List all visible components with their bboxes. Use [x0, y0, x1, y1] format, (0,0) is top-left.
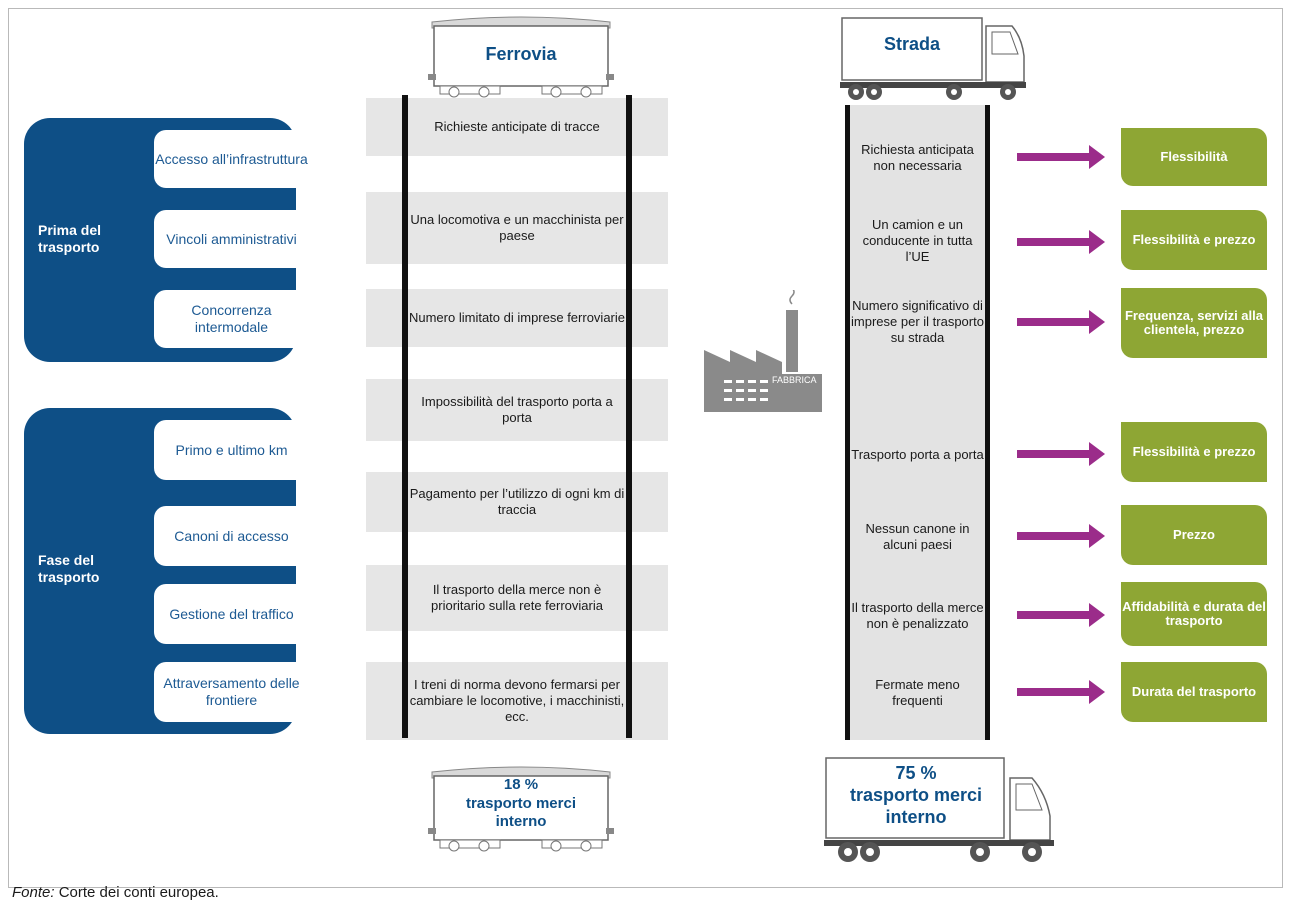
factor-box: Gestione del traffico	[154, 584, 309, 644]
factor-box: Attraversamento delle frontiere	[154, 662, 309, 722]
rail-item: Impossibilità del trasporto porta a port…	[421, 394, 613, 425]
road-item: Il trasporto della merce non è penalizza…	[851, 600, 984, 631]
rail-band	[366, 98, 668, 156]
factor-box: Canoni di accesso	[154, 506, 309, 566]
road-column	[845, 105, 990, 740]
rail-band	[366, 565, 668, 631]
rail-wagon-bottom-icon	[428, 766, 614, 852]
group-title: Prima del trasporto	[38, 222, 102, 255]
rail-track-left	[402, 95, 408, 738]
caption-text: Corte dei conti europea.	[54, 884, 219, 901]
road-share-value: 75 %	[895, 763, 937, 783]
rail-item: Richieste anticipate di tracce	[434, 119, 600, 134]
arrow-right-icon	[1017, 145, 1105, 169]
truck-bottom-icon	[824, 757, 1054, 862]
group-title: Fase del trasporto	[38, 552, 100, 585]
truck-icon	[840, 17, 1026, 100]
arrow-right-icon	[1017, 524, 1105, 548]
factor-box: Concorrenza intermodale	[154, 290, 309, 348]
rail-wagon-icon	[428, 16, 614, 98]
rail-item: Il trasporto della merce non è prioritar…	[431, 582, 603, 613]
benefit-box: Flessibilità e prezzo	[1121, 422, 1267, 482]
road-item: Un camion e un conducente in tutta l’UE	[862, 217, 973, 264]
road-item: Numero significativo di imprese per il t…	[851, 298, 984, 345]
group-before-transport: Prima del trasporto Accesso all’infrastr…	[24, 118, 309, 362]
road-item: Trasporto porta a porta	[851, 447, 984, 462]
road-title: Strada	[883, 34, 941, 54]
factor-box: Primo e ultimo km	[154, 420, 309, 480]
benefit-box: Flessibilità	[1121, 128, 1267, 186]
road-item: Fermate meno frequenti	[875, 677, 960, 708]
factor-box: Accesso all’infrastruttura	[154, 130, 309, 188]
rail-band	[366, 662, 668, 740]
arrow-right-icon	[1017, 603, 1105, 627]
rail-item: I treni di norma devono fermarsi per cam…	[409, 677, 625, 724]
benefit-box: Frequenza, servizi alla clientela, prezz…	[1121, 288, 1267, 358]
rail-band	[366, 379, 668, 441]
rail-item: Pagamento per l’utilizzo di ogni km di t…	[409, 486, 625, 517]
source-caption: Fonte: Corte dei conti europea.	[12, 884, 219, 901]
road-item: Nessun canone in alcuni paesi	[865, 521, 970, 552]
road-item: Richiesta anticipata non necessaria	[861, 142, 974, 173]
rail-band	[366, 192, 668, 264]
factory-icon	[704, 290, 822, 412]
benefit-box: Affidabilità e durata del trasporto	[1121, 582, 1267, 646]
benefit-box: Durata del trasporto	[1121, 662, 1267, 722]
arrow-right-icon	[1017, 310, 1105, 334]
group-during-transport: Fase del trasporto Primo e ultimo km Can…	[24, 408, 309, 734]
rail-band	[366, 289, 668, 347]
road-share-label: trasporto merci interno	[849, 785, 983, 827]
rail-share-label: trasporto merci interno	[465, 795, 577, 830]
arrow-right-icon	[1017, 230, 1105, 254]
factory-label: FABBRICA	[772, 375, 817, 385]
rail-item: Una locomotiva e un macchinista per paes…	[410, 212, 624, 243]
rail-track-right	[626, 95, 632, 738]
rail-band	[366, 472, 668, 532]
rail-item: Numero limitato di imprese ferroviarie	[408, 310, 625, 325]
benefit-box: Flessibilità e prezzo	[1121, 210, 1267, 270]
rail-title: Ferrovia	[485, 44, 557, 64]
caption-prefix: Fonte:	[12, 884, 55, 901]
arrow-right-icon	[1017, 680, 1105, 704]
rail-share-value: 18 %	[503, 776, 539, 793]
factor-box: Vincoli amministrativi	[154, 210, 309, 268]
arrow-right-icon	[1017, 442, 1105, 466]
benefit-box: Prezzo	[1121, 505, 1267, 565]
